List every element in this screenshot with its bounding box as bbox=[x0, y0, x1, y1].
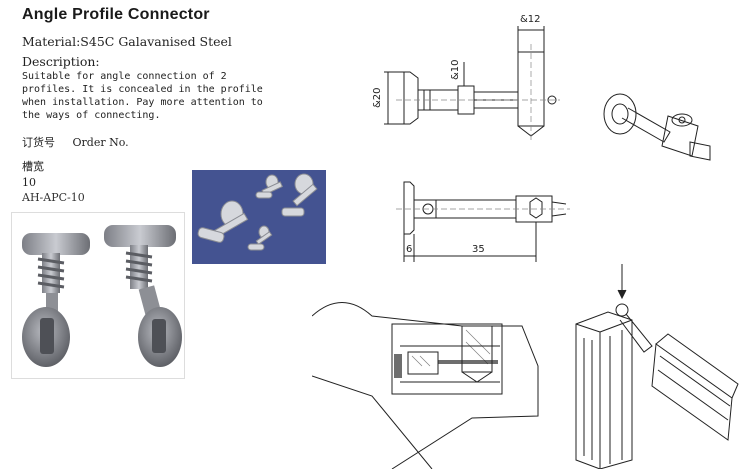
slot-width-value: 10 bbox=[22, 176, 36, 189]
dim-10: &10 bbox=[450, 59, 461, 80]
order-label-cn: 订货号 bbox=[22, 136, 55, 149]
order-number-row: 订货号 Order No. bbox=[22, 134, 143, 150]
description-label: Description: bbox=[22, 54, 100, 69]
top-view-drawing: 6 35 bbox=[390, 172, 590, 276]
dim-20: &20 bbox=[372, 87, 383, 108]
page-title: Angle Profile Connector bbox=[22, 6, 210, 23]
connector-photo-pair bbox=[11, 212, 185, 379]
part-number: AH-APC-10 bbox=[22, 191, 85, 204]
isometric-connector-drawing bbox=[598, 86, 718, 180]
material-spec: Material:S45C Galavanised Steel bbox=[22, 34, 232, 49]
connector-photo-blue bbox=[192, 170, 326, 264]
description-text: Suitable for angle connection of 2 profi… bbox=[22, 71, 263, 121]
side-view-drawing: &12 &10 &20 bbox=[360, 0, 620, 154]
slot-width-label: 槽宽 bbox=[22, 160, 44, 173]
installation-drawing bbox=[560, 260, 740, 473]
dim-35: 35 bbox=[472, 244, 485, 255]
profile-section-drawing bbox=[311, 296, 542, 473]
dim-6: 6 bbox=[406, 244, 412, 255]
order-label-en: Order No. bbox=[72, 136, 129, 149]
dim-12: &12 bbox=[520, 14, 541, 25]
